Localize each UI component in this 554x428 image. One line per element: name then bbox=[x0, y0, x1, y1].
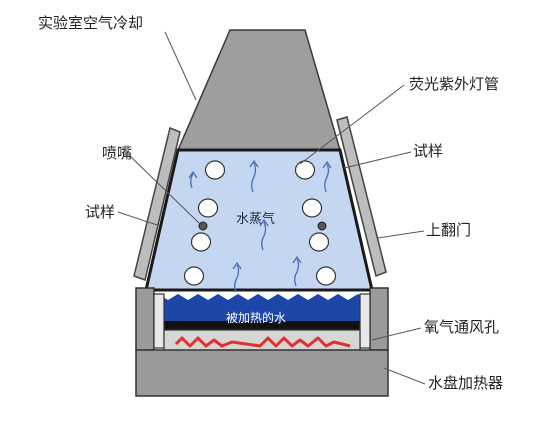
uv-lamp bbox=[315, 266, 337, 286]
heater-coil bbox=[174, 336, 351, 348]
housing-right-outer bbox=[369, 287, 389, 351]
uv-lamp bbox=[308, 232, 330, 252]
heated-water bbox=[148, 294, 368, 323]
label-water-pan-heater: 水盘加热器 bbox=[428, 374, 504, 392]
sample-panel-right bbox=[336, 116, 387, 278]
label-nozzle: 喷嘴 bbox=[102, 144, 133, 162]
uv-lamp bbox=[294, 160, 316, 180]
nozzle-left bbox=[198, 221, 208, 231]
housing-right-inner bbox=[359, 293, 371, 349]
uv-lamp bbox=[301, 198, 323, 218]
uv-lamp bbox=[190, 232, 212, 252]
water-pan-plate bbox=[146, 321, 370, 330]
nozzles bbox=[198, 221, 327, 231]
label-oxygen-vent: 氧气通风孔 bbox=[424, 318, 500, 336]
label-uv-lamp: 荧光紫外灯管 bbox=[409, 75, 500, 93]
air-cooling-hood bbox=[176, 29, 341, 151]
label-lab-air-cooling: 实验室空气冷却 bbox=[38, 14, 144, 32]
uv-lamp bbox=[183, 266, 205, 286]
label-sample-right: 试样 bbox=[413, 142, 444, 160]
housing-left-inner bbox=[153, 293, 165, 349]
base bbox=[135, 349, 389, 397]
vapor-arrows bbox=[188, 159, 332, 293]
uv-lamp bbox=[197, 198, 219, 218]
sample-panel-left bbox=[133, 126, 181, 281]
uv-lamp bbox=[204, 160, 226, 180]
label-flip-door: 上翻门 bbox=[426, 221, 472, 239]
label-heated-water: 被加热的水 bbox=[226, 311, 287, 325]
housing-left-outer bbox=[135, 287, 155, 351]
uv-lamp-tubes bbox=[183, 160, 337, 286]
nozzle-right bbox=[317, 221, 327, 231]
label-water-vapor: 水蒸气 bbox=[236, 212, 276, 227]
leader-lines bbox=[117, 31, 426, 385]
label-sample-left: 试样 bbox=[85, 203, 116, 221]
